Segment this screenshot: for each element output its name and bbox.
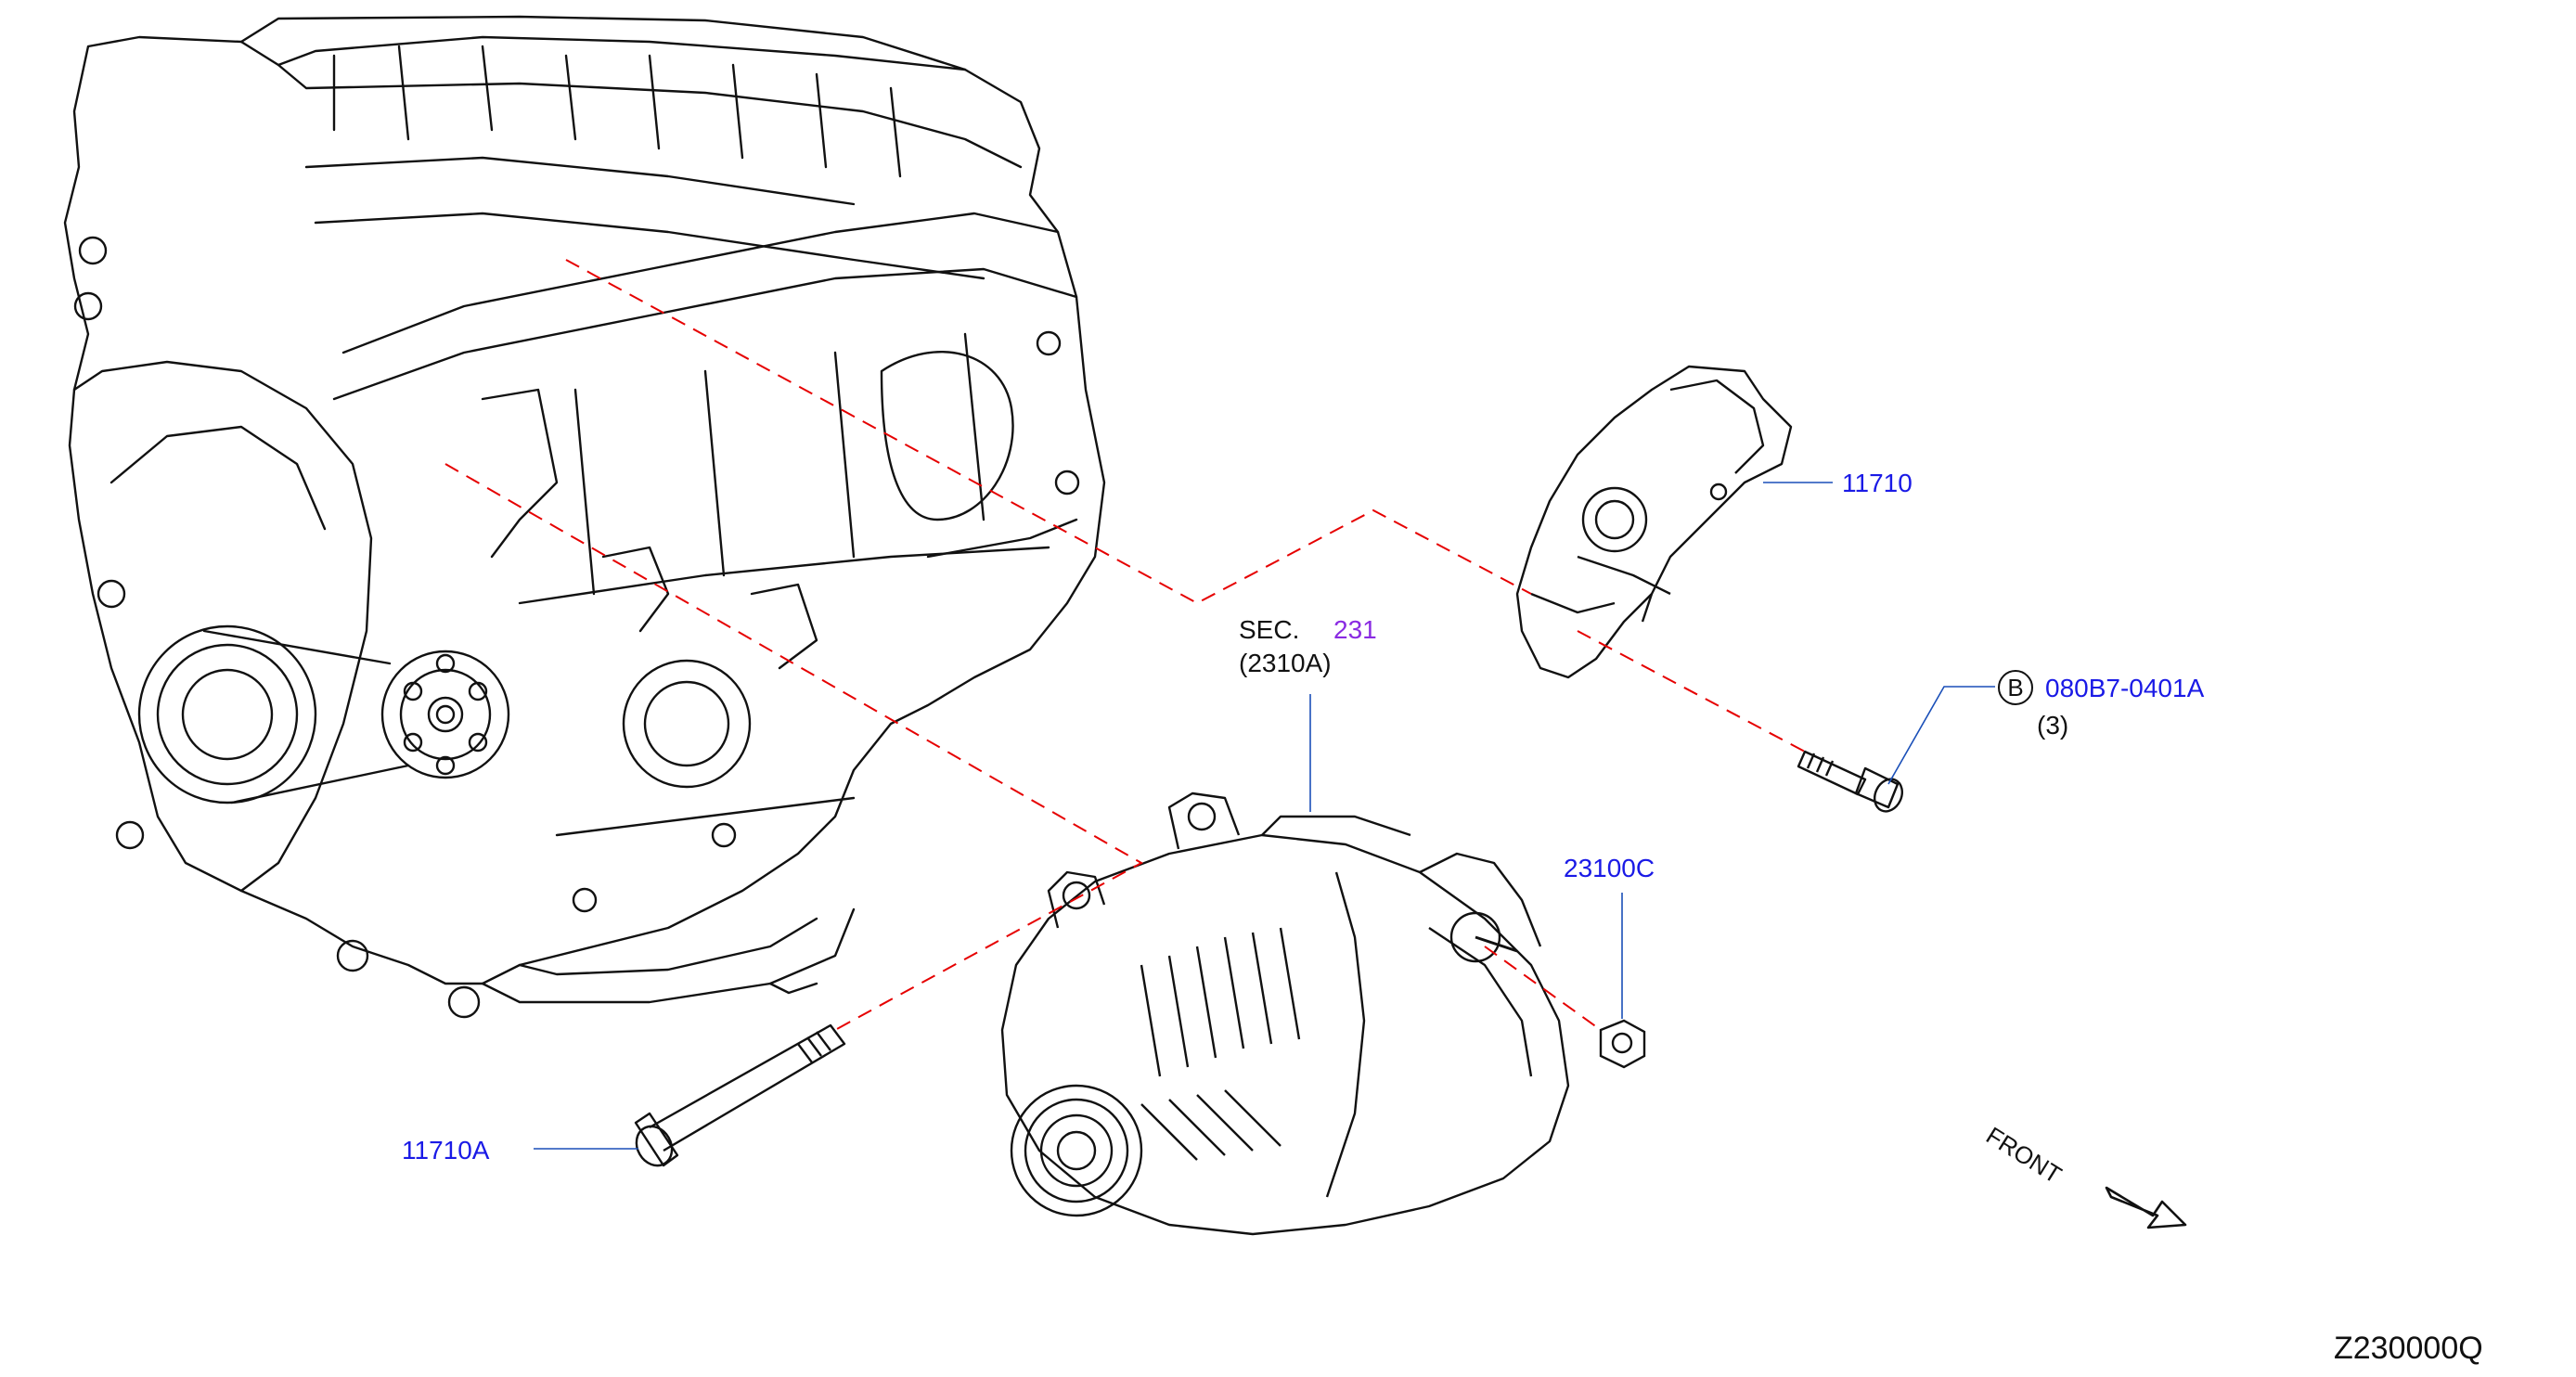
- bolt-drawing: [634, 1023, 846, 1167]
- part-link-11710A[interactable]: 11710A: [402, 1136, 490, 1165]
- bolt-drawing: [1797, 750, 1903, 813]
- diagram-code: Z230000Q: [2334, 1331, 2483, 1366]
- phantom-lines: [444, 259, 1806, 1031]
- bracket-drawing: [1515, 365, 1793, 679]
- bolt-b-quantity: (3): [2037, 711, 2069, 740]
- nut-drawing: [1599, 1019, 1646, 1069]
- bolt-b-marker: B: [1998, 670, 2033, 705]
- engine-block-drawing: [63, 15, 1106, 1019]
- section-link-231[interactable]: 231: [1333, 615, 1377, 644]
- section-ref: (2310A): [1239, 649, 1332, 677]
- alternator-drawing: [1000, 791, 1570, 1236]
- part-link-080B7-0401A[interactable]: 080B7-0401A: [2045, 674, 2205, 702]
- part-link-23100C[interactable]: 23100C: [1564, 854, 1655, 882]
- front-arrow-icon: [2105, 1186, 2187, 1229]
- leader-lines: [534, 482, 1995, 1150]
- section-prefix: SEC.: [1239, 615, 1300, 644]
- part-link-11710[interactable]: 11710: [1842, 469, 1913, 497]
